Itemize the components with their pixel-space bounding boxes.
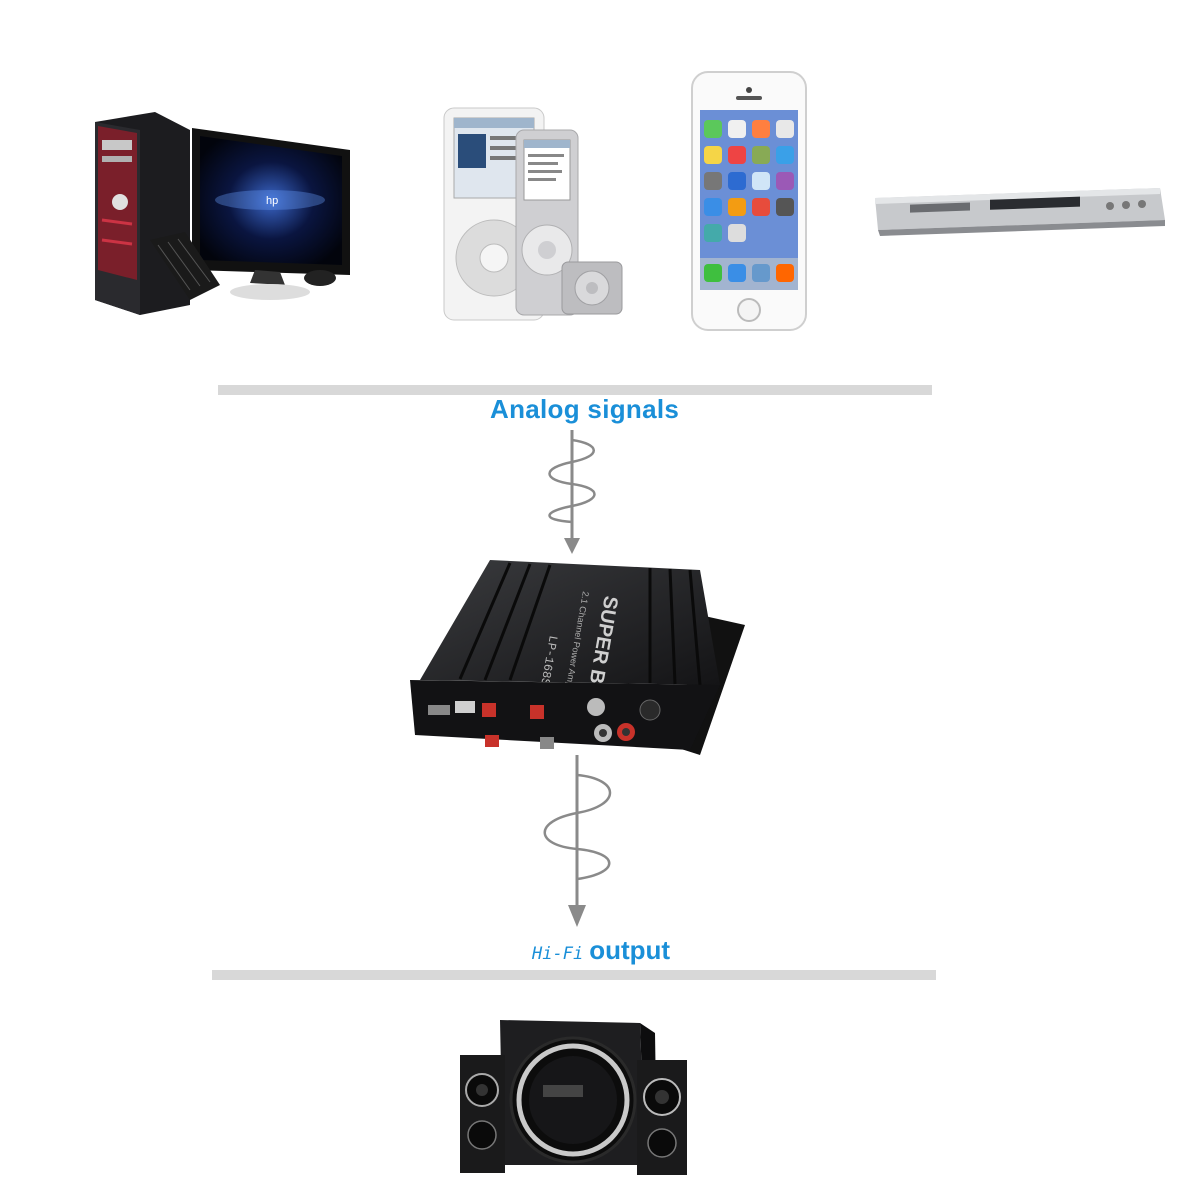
power-amplifier-icon: SUPER BASS 2.1 Channel Power Amplifier L… bbox=[410, 560, 745, 755]
desktop-computer-icon: hp bbox=[95, 112, 350, 315]
smartphone-icon bbox=[691, 71, 807, 331]
speaker-system-icon bbox=[460, 1020, 687, 1175]
bottom-divider bbox=[212, 970, 936, 980]
hifi-prefix: Hi-Fi bbox=[532, 944, 584, 964]
svg-text:hp: hp bbox=[266, 195, 278, 207]
dvd-player-icon bbox=[875, 188, 1165, 236]
top-divider bbox=[218, 385, 932, 395]
analog-signals-label: Analog signals bbox=[490, 394, 680, 424]
ipod-players-icon bbox=[443, 107, 623, 321]
output-word: output bbox=[589, 935, 671, 965]
output-signal-arrow bbox=[543, 755, 612, 927]
input-signal-arrow bbox=[548, 430, 596, 554]
